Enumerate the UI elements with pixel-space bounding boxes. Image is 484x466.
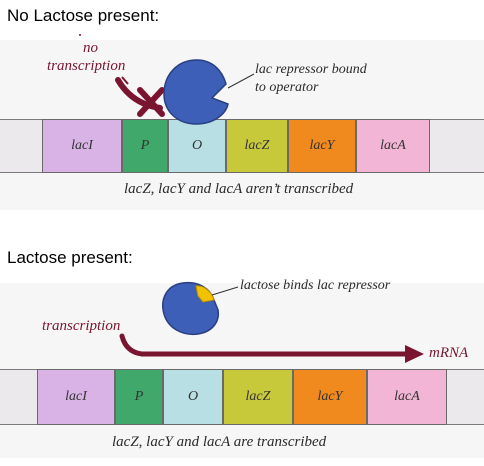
transcription-label-bottom: transcription xyxy=(42,318,121,334)
gene-lacy-bottom: lacY xyxy=(293,369,367,425)
repressor-label-line1: lac repressor bound xyxy=(255,62,367,77)
transcription-label: transcription xyxy=(47,58,126,74)
gene-operator-bottom: O xyxy=(163,369,223,425)
dot-mark xyxy=(79,34,81,36)
gene-lacy-top: lacY xyxy=(288,119,356,173)
gene-promoter-top: P xyxy=(122,119,168,173)
gene-laca-bottom: lacA xyxy=(367,369,447,425)
bottom-heading: Lactose present: xyxy=(7,248,133,267)
repressor-lactose-icon xyxy=(162,281,220,336)
gene-laca-top: lacA xyxy=(356,119,430,173)
gene-laci-bottom: lacI xyxy=(37,369,115,425)
mrna-arrow-icon xyxy=(119,333,424,363)
top-caption: lacZ, lacY and lacA aren’t transcribed xyxy=(124,181,354,197)
gene-lacz-bottom: lacZ xyxy=(223,369,293,425)
x-mark-icon xyxy=(137,87,165,117)
bottom-caption: lacZ, lacY and lacA are transcribed xyxy=(112,434,327,450)
gene-laci-top: lacI xyxy=(42,119,122,173)
gene-promoter-bottom: P xyxy=(115,369,163,425)
repressor-label-line2: to operator xyxy=(255,80,319,95)
no-label: no xyxy=(83,40,98,56)
repressor-protein-icon xyxy=(163,59,229,125)
top-heading: No Lactose present: xyxy=(7,6,160,25)
lactose-label: lactose binds lac repressor xyxy=(240,278,391,293)
mrna-label: mRNA xyxy=(429,345,469,361)
gene-lacz-top: lacZ xyxy=(226,119,288,173)
lactose-pointer-line xyxy=(211,286,239,296)
repressor-pointer-line xyxy=(227,73,255,89)
